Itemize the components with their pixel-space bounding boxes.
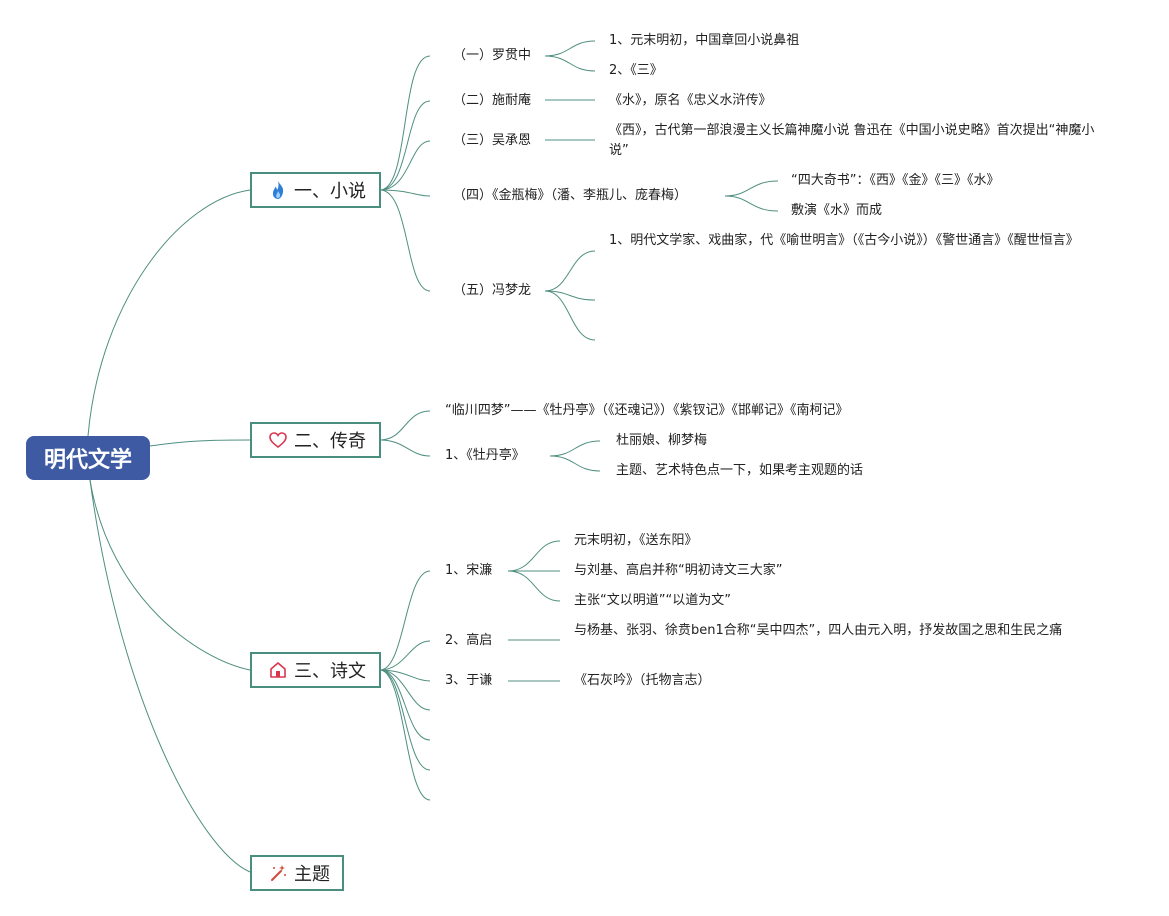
connector <box>549 440 601 457</box>
topic-jinpingmei[interactable]: （四）《金瓶梅》（潘、李瓶儿、庞春梅） <box>453 188 688 203</box>
connector <box>379 140 431 191</box>
connector <box>507 540 561 572</box>
topic-linchuan-simeng[interactable]: “临川四梦”——《牡丹亭》（《还魂记》）《紫钗记》《邯郸记》《南柯记》 <box>445 403 849 418</box>
leaf[interactable]: 主题、艺术特色点一下，如果考主观题的话 <box>616 463 864 478</box>
leaf[interactable]: 元末明初，《送东阳》 <box>574 533 698 548</box>
connector <box>507 570 561 602</box>
leaf[interactable]: 《石灰吟》（托物言志） <box>574 673 711 688</box>
leaf[interactable]: 《水》，原名《忠义水浒传》 <box>609 93 772 108</box>
branch-chuanqi[interactable]: 二、传奇 <box>250 422 381 458</box>
connector <box>379 570 431 671</box>
root-label: 明代文学 <box>43 448 132 473</box>
connector <box>379 669 431 711</box>
branch-label: 主题 <box>294 864 330 885</box>
leaf[interactable]: 与杨基、张羽、徐贲ben1合称“吴中四杰”，四人由元入明，抒发故国之思和生民之痛 <box>574 623 1063 638</box>
connector <box>544 55 596 72</box>
leaf[interactable]: 2、《三》 <box>609 63 663 78</box>
connector <box>379 410 431 441</box>
connector <box>549 455 601 472</box>
topic-mudanting[interactable]: 1、《牡丹亭》 <box>445 448 525 463</box>
topic-luo-guanzhong[interactable]: （一）罗贯中 <box>453 48 532 63</box>
connector <box>379 669 431 801</box>
connector <box>724 180 779 197</box>
connector <box>544 290 596 301</box>
branch-novel[interactable]: 一、小说 <box>250 172 381 208</box>
connector <box>87 189 251 437</box>
connector <box>149 439 251 447</box>
connector <box>544 250 596 292</box>
connector <box>379 439 431 457</box>
leaf[interactable]: 主张“文以明道”“以道为文” <box>574 593 731 608</box>
leaf[interactable]: 敷演《水》而成 <box>791 203 883 218</box>
connector <box>379 640 431 671</box>
connector <box>379 55 431 191</box>
leaf[interactable]: 《西》，古代第一部浪漫主义长篇神魔小说 鲁迅在《中国小说史略》首次提出“神魔小说… <box>609 123 1095 158</box>
branch-label: 一、小说 <box>294 181 366 202</box>
connector <box>89 479 251 671</box>
topic-feng-menglong[interactable]: （五）冯梦龙 <box>453 283 532 298</box>
leaf[interactable]: “四大奇书”：《西》《金》《三》《水》 <box>791 173 1000 188</box>
topic-gao-qi[interactable]: 2、高启 <box>445 633 493 648</box>
connector <box>89 479 251 873</box>
flame-icon <box>268 180 288 200</box>
connector <box>544 40 596 57</box>
topic-yu-qian[interactable]: 3、于谦 <box>445 673 493 688</box>
topic-wu-chengen[interactable]: （三）吴承恩 <box>453 133 532 148</box>
topic-shi-naian[interactable]: （二）施耐庵 <box>453 93 532 108</box>
topic-song-lian[interactable]: 1、宋濂 <box>445 563 493 578</box>
connector <box>544 290 596 341</box>
connector <box>379 100 431 191</box>
branch-label: 二、传奇 <box>294 431 366 452</box>
leaf[interactable]: 与刘基、高启并称“明初诗文三大家” <box>574 563 783 578</box>
connector <box>379 669 431 771</box>
heart-icon <box>268 430 288 450</box>
leaf[interactable]: 1、元末明初，中国章回小说鼻祖 <box>609 33 800 48</box>
connector <box>379 189 431 292</box>
connector <box>724 195 779 212</box>
home-icon <box>268 660 288 680</box>
leaf[interactable]: 杜丽娘、柳梦梅 <box>616 433 708 448</box>
connector <box>379 189 431 197</box>
root-topic[interactable]: 明代文学 <box>26 436 150 480</box>
branch-label: 三、诗文 <box>294 661 366 682</box>
connector <box>379 669 431 741</box>
magic-wand-icon <box>268 863 288 883</box>
leaf[interactable]: 1、明代文学家、戏曲家，代《喻世明言》（《古今小说》）《警世通言》《醒世恒言》 <box>609 233 1079 248</box>
branch-theme[interactable]: 主题 <box>250 855 344 891</box>
branch-poetry[interactable]: 三、诗文 <box>250 652 381 688</box>
